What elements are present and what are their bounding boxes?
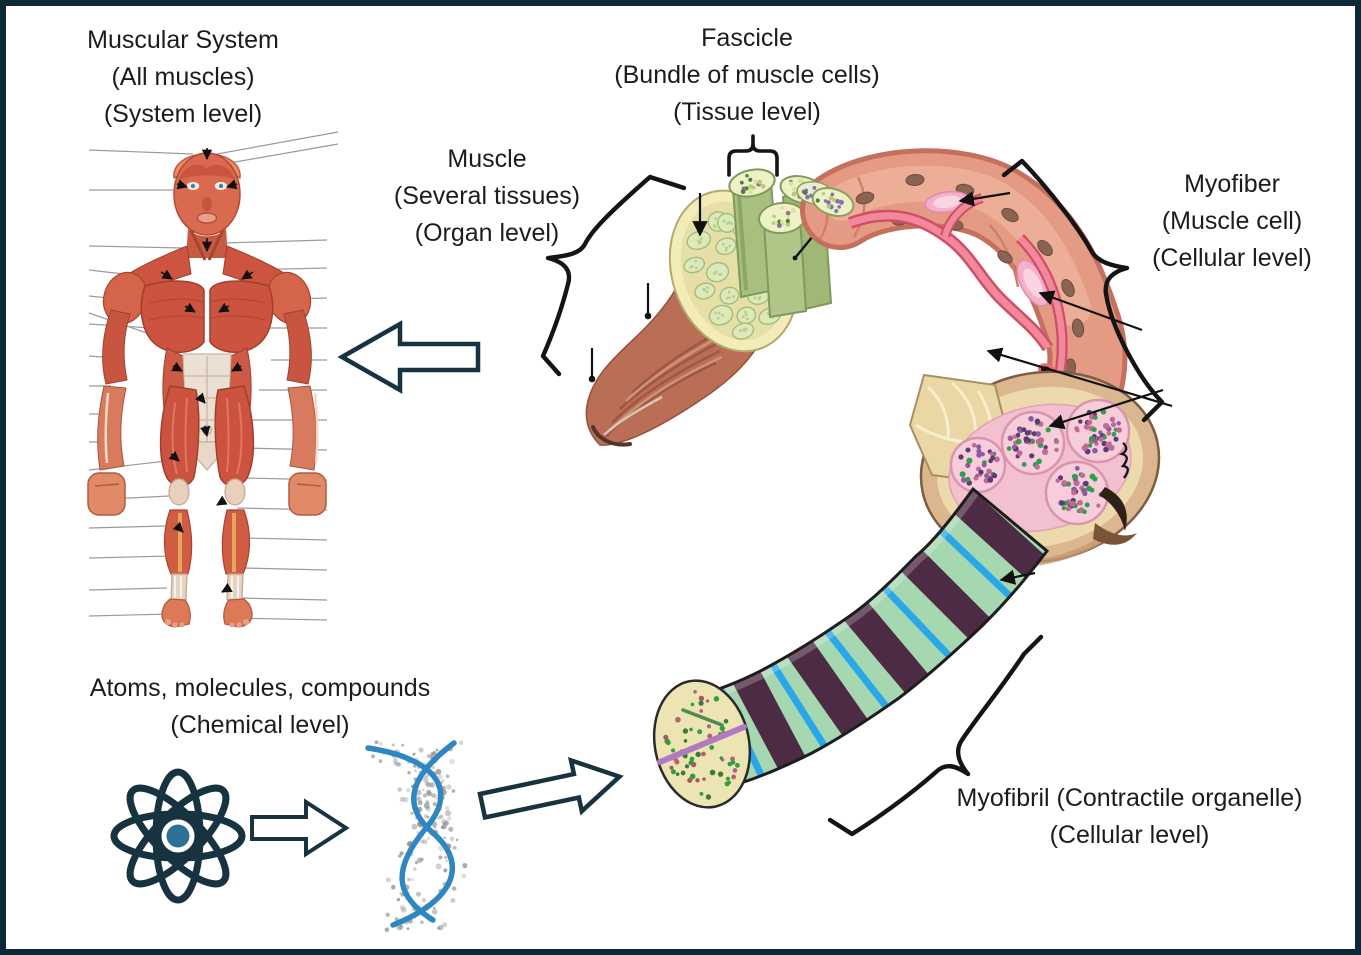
atom-nucleus [166, 824, 190, 848]
myosin-strand [681, 708, 724, 727]
body-right-fist [288, 472, 327, 516]
body-figure [87, 152, 327, 628]
myofiber-leader-lines [958, 191, 1173, 430]
tiny-annotation-squiggle [1118, 442, 1129, 479]
myofiber-brace [1001, 158, 1165, 423]
dna-helix-icon [365, 740, 468, 933]
myofiber-illustration [796, 148, 1128, 420]
label-line: Atoms, molecules, compounds [89, 674, 431, 702]
hollow-arrow-right-up-icon [477, 756, 624, 821]
label-line: (Bundle of muscle cells) [614, 61, 880, 89]
label-line: (Organ level) [414, 219, 560, 247]
label-myofiber: Myofiber (Muscle cell) (Cellular level) [1093, 166, 1361, 277]
label-chemical-level: Atoms, molecules, compounds (Chemical le… [50, 670, 470, 744]
myofibril-bundle-circles [949, 398, 1131, 526]
myofibril-leader-line [999, 569, 1036, 585]
label-line: Myofiber [1184, 170, 1280, 198]
label-line: (System level) [103, 100, 263, 128]
hollow-arrow-left-icon [337, 320, 481, 394]
label-line: (Chemical level) [170, 711, 350, 739]
label-line: (Cellular level) [1152, 244, 1312, 272]
label-line: (Muscle cell) [1161, 207, 1303, 235]
label-line: (Cellular level) [1049, 821, 1210, 849]
atom-icon [110, 768, 246, 904]
muscle-leader-lines [588, 283, 652, 383]
label-line: (Several tissues) [393, 182, 581, 210]
muscular-system-body-illustration [87, 131, 339, 628]
label-muscular-system: Muscular System (All muscles) (System le… [37, 22, 329, 133]
label-line: (Tissue level) [673, 98, 821, 126]
actin-strand [657, 724, 747, 765]
fascicle-brace [727, 134, 779, 177]
label-line: Myofibril (Contractile organelle) [956, 784, 1303, 812]
label-fascicle: Fascicle (Bundle of muscle cells) (Tissu… [569, 20, 925, 131]
hollow-arrow-right-icon [250, 798, 350, 858]
label-line: Muscular System [87, 26, 279, 54]
label-muscle: Muscle (Several tissues) (Organ level) [348, 141, 626, 252]
body-pointer-arrows [160, 148, 254, 593]
muscle-brace [540, 174, 687, 377]
label-line: Muscle [447, 145, 527, 173]
myofibril-brace [827, 634, 1044, 837]
label-myofibril: Myofibril (Contractile organelle) (Cellu… [922, 780, 1337, 854]
dna-strands [365, 740, 457, 928]
label-line: Fascicle [701, 24, 793, 52]
body-left-fist [87, 472, 126, 516]
label-line: (All muscles) [111, 63, 255, 91]
muscle-structure-illustration [540, 134, 1173, 837]
